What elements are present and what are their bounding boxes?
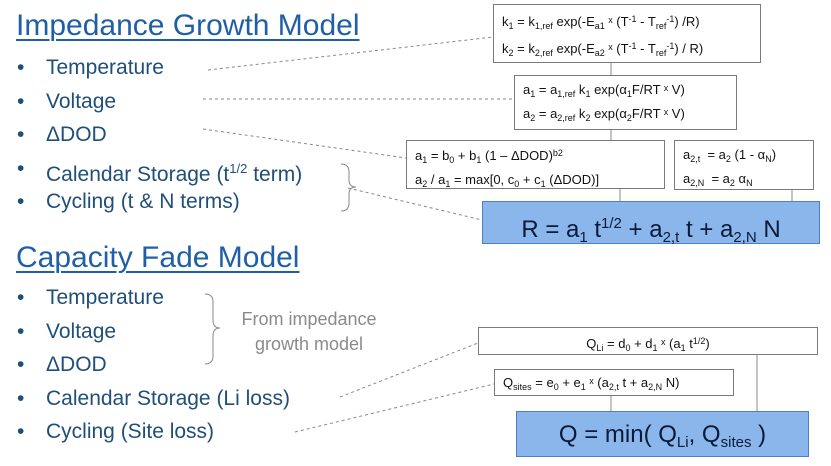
eq-a2n: a2,N = a2 αN: [683, 171, 753, 188]
bullet-glyph: •: [17, 319, 25, 343]
bullet-glyph: •: [17, 56, 25, 79]
bullet-glyph: •: [17, 190, 25, 213]
arrhenius-equation-box: k1 = k1,ref exp(-Ea1 ˣ (T-1 - Tref-1) /R…: [493, 4, 761, 63]
brace-impedance: [340, 163, 357, 212]
impedance-factor-cycling: •Cycling (t & N terms): [16, 185, 302, 219]
capacity-result-box: Q = min( QLi, Qsites ): [516, 411, 809, 457]
eq-a1-dod: a1 = b0 + b1 (1 – ΔDOD)b2: [415, 148, 563, 165]
brace-capacity: [204, 293, 221, 365]
eq-qsites: Qsites = e0 + e1 ˣ (a2,t t + a2,N N): [503, 375, 680, 392]
impedance-factor-temperature: •Temperature: [16, 51, 302, 85]
eq-k1: k1 = k1,ref exp(-Ea1 ˣ (T-1 - Tref-1) /R…: [502, 14, 700, 31]
dod-equation-box: a1 = b0 + b1 (1 – ΔDOD)b2 a2 / a1 = max[…: [406, 140, 665, 189]
capacity-factor-list: •Temperature •Voltage •ΔDOD •Calendar St…: [16, 281, 290, 449]
eq-a2-voltage: a2 = a2,ref k2 exp(α2F/RT ˣ V): [523, 106, 685, 123]
eq-a2t: a2,t = a2 (1 - αN): [683, 147, 777, 164]
eq-a1-voltage: a1 = a1,ref k1 exp(α1F/RT ˣ V): [523, 82, 685, 99]
voltage-equation-box: a1 = a1,ref k1 exp(α1F/RT ˣ V) a2 = a2,r…: [514, 75, 737, 130]
capacity-factor-calendar: •Calendar Storage (Li loss): [16, 382, 290, 416]
capacity-factor-dod: •ΔDOD: [16, 348, 290, 382]
impedance-factor-voltage: •Voltage: [16, 85, 302, 119]
capacity-factor-voltage: •Voltage: [16, 315, 290, 349]
capacity-factor-temperature: •Temperature: [16, 281, 290, 315]
impedance-factor-list: •Temperature •Voltage •ΔDOD •Calendar St…: [16, 51, 302, 219]
connector-cf-calendar: [339, 342, 479, 398]
bullet-glyph: •: [17, 286, 25, 309]
impedance-model-title: Impedance Growth Model: [16, 9, 360, 42]
bullet-glyph: •: [17, 420, 25, 443]
connector-calendar-cycling: [347, 187, 483, 221]
eq-k2: k2 = k2,ref exp(-Ea2 ˣ (T-1 - Tref-1) / …: [502, 41, 704, 58]
capacity-model-title: Capacity Fade Model: [16, 241, 300, 274]
eq-qli: QLi = d0 + d1 ˣ (a1 t1/2): [586, 336, 710, 353]
capacity-factor-cycling: •Cycling (Site loss): [16, 415, 290, 449]
impedance-factor-calendar: •Calendar Storage (t1/2 term): [16, 152, 302, 186]
impedance-result-box: R = a1 t1/2 + a2,t t + a2,N N: [482, 201, 820, 246]
eq-a2-dod: a2 / a1 = max[0, c0 + c1 (ΔDOD)]: [415, 172, 600, 189]
connector-dod: [202, 128, 407, 159]
bullet-glyph: •: [17, 156, 25, 180]
bullet-glyph: •: [17, 386, 25, 410]
bullet-glyph: •: [17, 89, 25, 113]
split-equation-box: a2,t = a2 (1 - αN) a2,N = a2 αN: [674, 140, 814, 190]
connector-cf-cycling: [294, 383, 495, 433]
bullet-glyph: •: [17, 123, 25, 146]
li-loss-equation-box: QLi = d0 + d1 ˣ (a1 t1/2): [478, 327, 818, 355]
from-impedance-note: From impedance growth model: [241, 309, 377, 354]
impedance-factor-dod: •ΔDOD: [16, 118, 302, 152]
site-loss-equation-box: Qsites = e0 + e1 ˣ (a2,t t + a2,N N): [494, 369, 734, 396]
bullet-glyph: •: [17, 353, 25, 376]
